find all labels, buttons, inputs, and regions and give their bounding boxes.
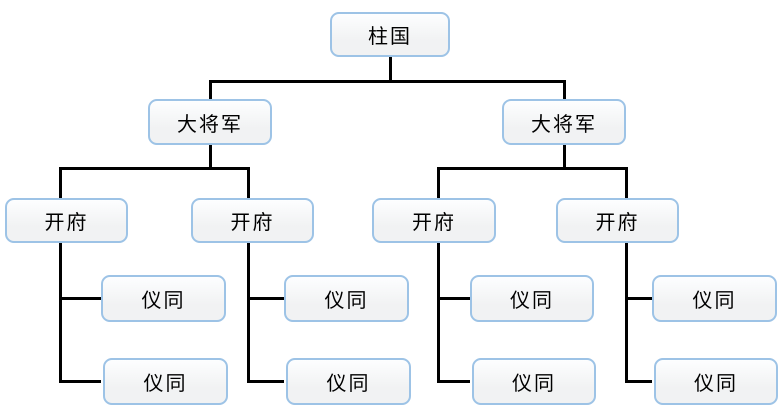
connector-kaifu3-stub-lower (438, 380, 470, 383)
connector-level1-drop-right (562, 80, 566, 99)
node-kaifu-1[interactable]: 开府 (5, 198, 128, 243)
connector-kaifu4-spine (624, 243, 628, 383)
connector-kaifu1-spine (58, 243, 62, 383)
connector-kaifu3-spine (436, 243, 440, 383)
connector-kaifu3-stub-upper (438, 297, 470, 300)
node-yitong-1a[interactable]: 仪同 (101, 275, 226, 322)
connector-kaifu2-spine (246, 243, 250, 383)
node-yitong-4b[interactable]: 仪同 (654, 358, 778, 405)
connector-level2-drop-g4 (624, 167, 628, 198)
connector-kaifu2-stub-lower (248, 380, 284, 383)
node-yitong-3b[interactable]: 仪同 (472, 358, 596, 405)
node-yitong-3a[interactable]: 仪同 (470, 275, 594, 322)
node-yitong-2b[interactable]: 仪同 (286, 358, 411, 405)
connector-level2-bar-left (58, 167, 250, 170)
connector-dajiangjun2-stem (562, 145, 566, 170)
node-kaifu-4[interactable]: 开府 (556, 198, 679, 243)
connector-level1-bar (208, 80, 566, 83)
connector-kaifu4-stub-upper (626, 297, 652, 300)
node-kaifu-2[interactable]: 开府 (191, 198, 314, 243)
connector-kaifu4-stub-lower (626, 380, 652, 383)
node-zhuguo[interactable]: 柱国 (330, 12, 450, 57)
connector-level2-drop-g2 (246, 167, 250, 198)
connector-level2-drop-g1 (58, 167, 62, 198)
connector-kaifu1-stub-lower (60, 380, 101, 383)
connector-kaifu2-stub-upper (248, 297, 284, 300)
connector-level2-drop-g3 (436, 167, 440, 198)
node-dajiangjun-1[interactable]: 大将军 (148, 99, 272, 145)
connector-kaifu1-stub-upper (60, 297, 101, 300)
connector-level1-drop-left (208, 80, 212, 99)
node-yitong-1b[interactable]: 仪同 (103, 358, 228, 405)
connector-root-stem (388, 57, 392, 83)
node-yitong-2a[interactable]: 仪同 (284, 275, 409, 322)
connector-level2-bar-right (436, 167, 628, 170)
node-dajiangjun-2[interactable]: 大将军 (502, 99, 626, 145)
node-kaifu-3[interactable]: 开府 (372, 198, 496, 243)
connector-dajiangjun1-stem (208, 145, 212, 170)
node-yitong-4a[interactable]: 仪同 (652, 275, 777, 322)
